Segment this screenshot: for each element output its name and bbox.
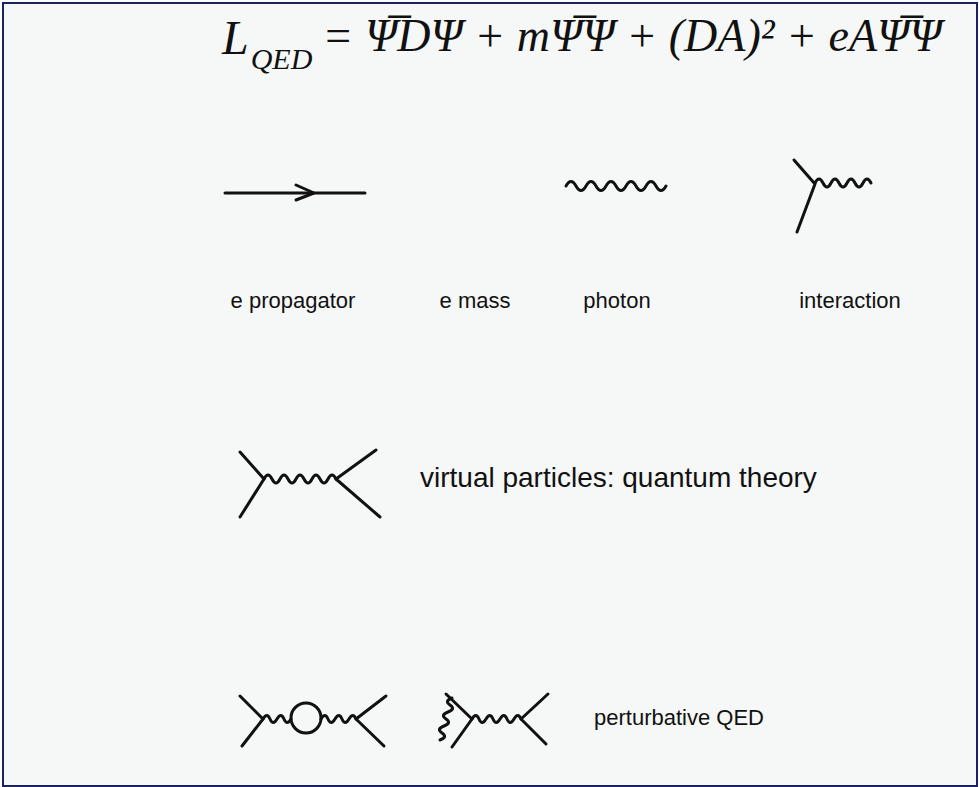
photon-line bbox=[472, 716, 521, 723]
diagram-label: e propagator bbox=[231, 288, 356, 313]
electron-lines bbox=[521, 694, 548, 744]
electron-lines bbox=[356, 696, 386, 746]
diagram-label: perturbative QED bbox=[594, 705, 764, 730]
diagram-label: interaction bbox=[799, 288, 901, 313]
diagram-label: photon bbox=[583, 288, 650, 313]
electron-lines bbox=[794, 160, 815, 232]
photon-line bbox=[264, 475, 336, 483]
photon-line bbox=[566, 182, 666, 191]
photon-line bbox=[263, 716, 291, 723]
arrow-head bbox=[296, 185, 314, 200]
diagram-label: e mass bbox=[440, 288, 511, 313]
electron-lines bbox=[240, 696, 263, 746]
photon-line bbox=[815, 179, 871, 187]
electron-line bbox=[225, 192, 365, 195]
diagram-label: virtual particles: quantum theory bbox=[420, 462, 817, 494]
photon-line bbox=[321, 716, 356, 723]
equation-subscript: QED bbox=[251, 42, 313, 77]
fermion-loop bbox=[291, 703, 321, 733]
electron-lines bbox=[240, 452, 264, 517]
electron-lines bbox=[446, 694, 472, 747]
equation-body: = Ψ̅DΨ + mΨ̅Ψ + (DA)² + eAΨ̅Ψ bbox=[322, 10, 941, 63]
vertex-photon bbox=[439, 698, 452, 740]
electron-lines bbox=[336, 450, 380, 517]
equation-symbol: L bbox=[222, 10, 249, 65]
